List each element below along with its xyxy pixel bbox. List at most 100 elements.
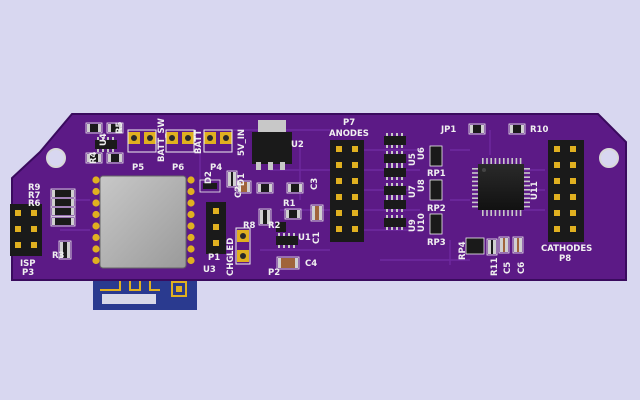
ic-pin <box>102 137 104 140</box>
header-pin <box>554 146 560 152</box>
smd-body <box>241 182 247 192</box>
ic-body <box>384 168 406 177</box>
ic-pin <box>396 215 398 218</box>
connector-hole <box>169 135 175 141</box>
silk-outline <box>165 129 195 153</box>
ic-pin <box>401 227 403 230</box>
header-pin <box>554 210 560 216</box>
header-pin <box>336 178 342 184</box>
mcu-pin <box>472 193 478 195</box>
label-c4: C4 <box>305 259 317 269</box>
silk-outline <box>85 152 103 164</box>
silk-outline <box>286 182 304 194</box>
module-pad <box>92 222 100 230</box>
ic-pin <box>391 145 393 148</box>
smd-pad <box>278 258 281 268</box>
ic-body <box>384 154 406 163</box>
header-pin <box>336 210 342 216</box>
label-u11: U11 <box>530 181 540 200</box>
ic-pin <box>386 151 388 154</box>
ic-pin <box>386 177 388 180</box>
ic-pin <box>391 197 393 200</box>
ic-pin <box>391 183 393 186</box>
module-pad <box>92 233 100 242</box>
ic-pin <box>386 145 388 148</box>
header-pin <box>352 146 358 152</box>
ic-pin <box>386 197 388 200</box>
label-r9: R9 <box>28 183 41 193</box>
silk-outline <box>486 238 498 256</box>
smd-body <box>315 206 319 220</box>
mcu-pin <box>472 184 478 187</box>
header-pin <box>352 210 358 216</box>
smd-body <box>513 125 521 133</box>
smd-pad <box>269 184 272 192</box>
smd-pad <box>260 210 263 224</box>
header-pin <box>213 208 219 214</box>
header-pin <box>213 224 219 230</box>
ic-pin <box>391 195 393 198</box>
ic-pin <box>97 149 99 152</box>
label-rp3: RP3 <box>427 238 446 248</box>
ic-pin <box>396 183 398 186</box>
smd-pad <box>258 184 261 192</box>
ic-pin <box>386 133 388 136</box>
module-pad <box>187 222 195 230</box>
smd-pad <box>488 240 491 254</box>
header-pin <box>213 240 219 246</box>
label-c2: C2 <box>234 186 244 198</box>
smd-pad <box>312 206 315 220</box>
mcu-pin <box>472 176 478 178</box>
ic-pin <box>391 209 393 212</box>
mounting-hole-left <box>46 148 66 168</box>
mcu-pin <box>507 158 509 164</box>
smd-body <box>261 184 269 192</box>
smd-pad <box>514 238 517 252</box>
silk-outline <box>235 227 251 265</box>
label-c1: C1 <box>312 232 322 244</box>
module-pad <box>92 210 100 219</box>
smd-pad <box>319 206 322 220</box>
ic-pin <box>396 197 398 200</box>
smd-pad <box>119 124 122 132</box>
silk-outline <box>468 123 486 135</box>
mcu-pin <box>524 180 530 183</box>
header-pin <box>336 194 342 200</box>
ic-pin <box>97 137 99 140</box>
smd-pad <box>60 242 63 258</box>
mcu-pin <box>524 205 530 208</box>
label-d1: D1 <box>237 173 247 186</box>
header-pin <box>352 178 358 184</box>
mcu-pin <box>494 210 497 216</box>
smd-pad <box>108 124 111 132</box>
label-r7: R7 <box>28 191 41 201</box>
ic-pin <box>391 227 393 230</box>
silk-outline <box>106 122 124 134</box>
mcu-pin <box>472 180 478 183</box>
resistor-pack <box>429 179 443 201</box>
module-pad <box>187 210 195 219</box>
smd-pad <box>119 154 122 162</box>
ic-pin <box>391 133 393 136</box>
silk-outline <box>236 180 252 194</box>
connector-hole <box>147 135 153 141</box>
mcu-pin <box>503 158 505 164</box>
header-pin <box>554 162 560 168</box>
smd-pad <box>228 172 231 186</box>
label-p1: P1 <box>208 253 220 263</box>
ic-pin <box>396 145 398 148</box>
diode-body <box>203 183 217 189</box>
ic-pin <box>391 163 393 166</box>
smd-body <box>491 240 493 254</box>
mcu-pin <box>524 176 530 178</box>
smd-body <box>517 238 519 252</box>
label-c5: C5 <box>503 262 513 274</box>
module-pad <box>187 256 195 265</box>
ic-pin <box>401 133 403 136</box>
smd-pad <box>71 218 74 225</box>
ic-pin <box>107 149 109 152</box>
label-u10: U10 <box>417 213 427 232</box>
smd-pad <box>87 154 90 162</box>
label-r11: R11 <box>490 258 500 276</box>
